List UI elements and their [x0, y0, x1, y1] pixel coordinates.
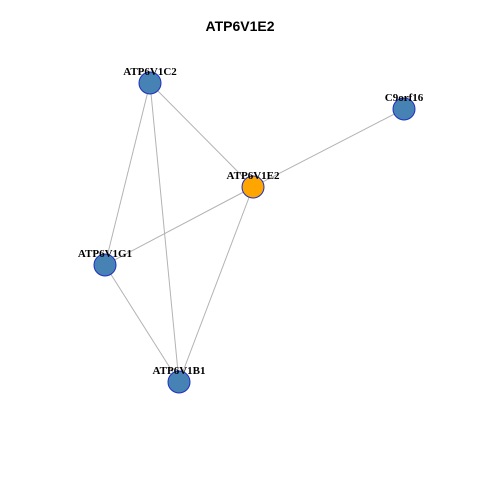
node-c9orf16 — [392, 97, 416, 121]
node-atp6v1g1 — [93, 253, 117, 277]
edge-atp6v1g1-atp6v1b1 — [104, 264, 180, 383]
node-atp6v1b1 — [167, 370, 191, 394]
node-label-atp6v1b1: ATP6V1B1 — [153, 365, 206, 377]
diagram-title: ATP6V1E2 — [205, 18, 275, 34]
edges-layer — [104, 82, 405, 383]
node-label-c9orf16: C9orf16 — [385, 92, 424, 104]
node-atp6v1c2 — [138, 71, 162, 95]
edge-atp6v1c2-atp6v1e2 — [149, 82, 254, 188]
edge-atp6v1c2-atp6v1g1 — [104, 82, 151, 266]
edge-atp6v1e2-atp6v1b1 — [178, 186, 254, 383]
edge-atp6v1e2-atp6v1g1 — [104, 186, 254, 266]
node-label-atp6v1g1: ATP6V1G1 — [78, 248, 132, 260]
edge-atp6v1c2-atp6v1b1 — [149, 82, 180, 383]
node-label-atp6v1c2: ATP6V1C2 — [123, 66, 177, 78]
nodes-layer — [93, 71, 416, 394]
node-label-atp6v1e2: ATP6V1E2 — [227, 170, 280, 182]
edge-c9orf16-atp6v1e2 — [252, 108, 405, 188]
node-atp6v1e2 — [241, 175, 265, 199]
